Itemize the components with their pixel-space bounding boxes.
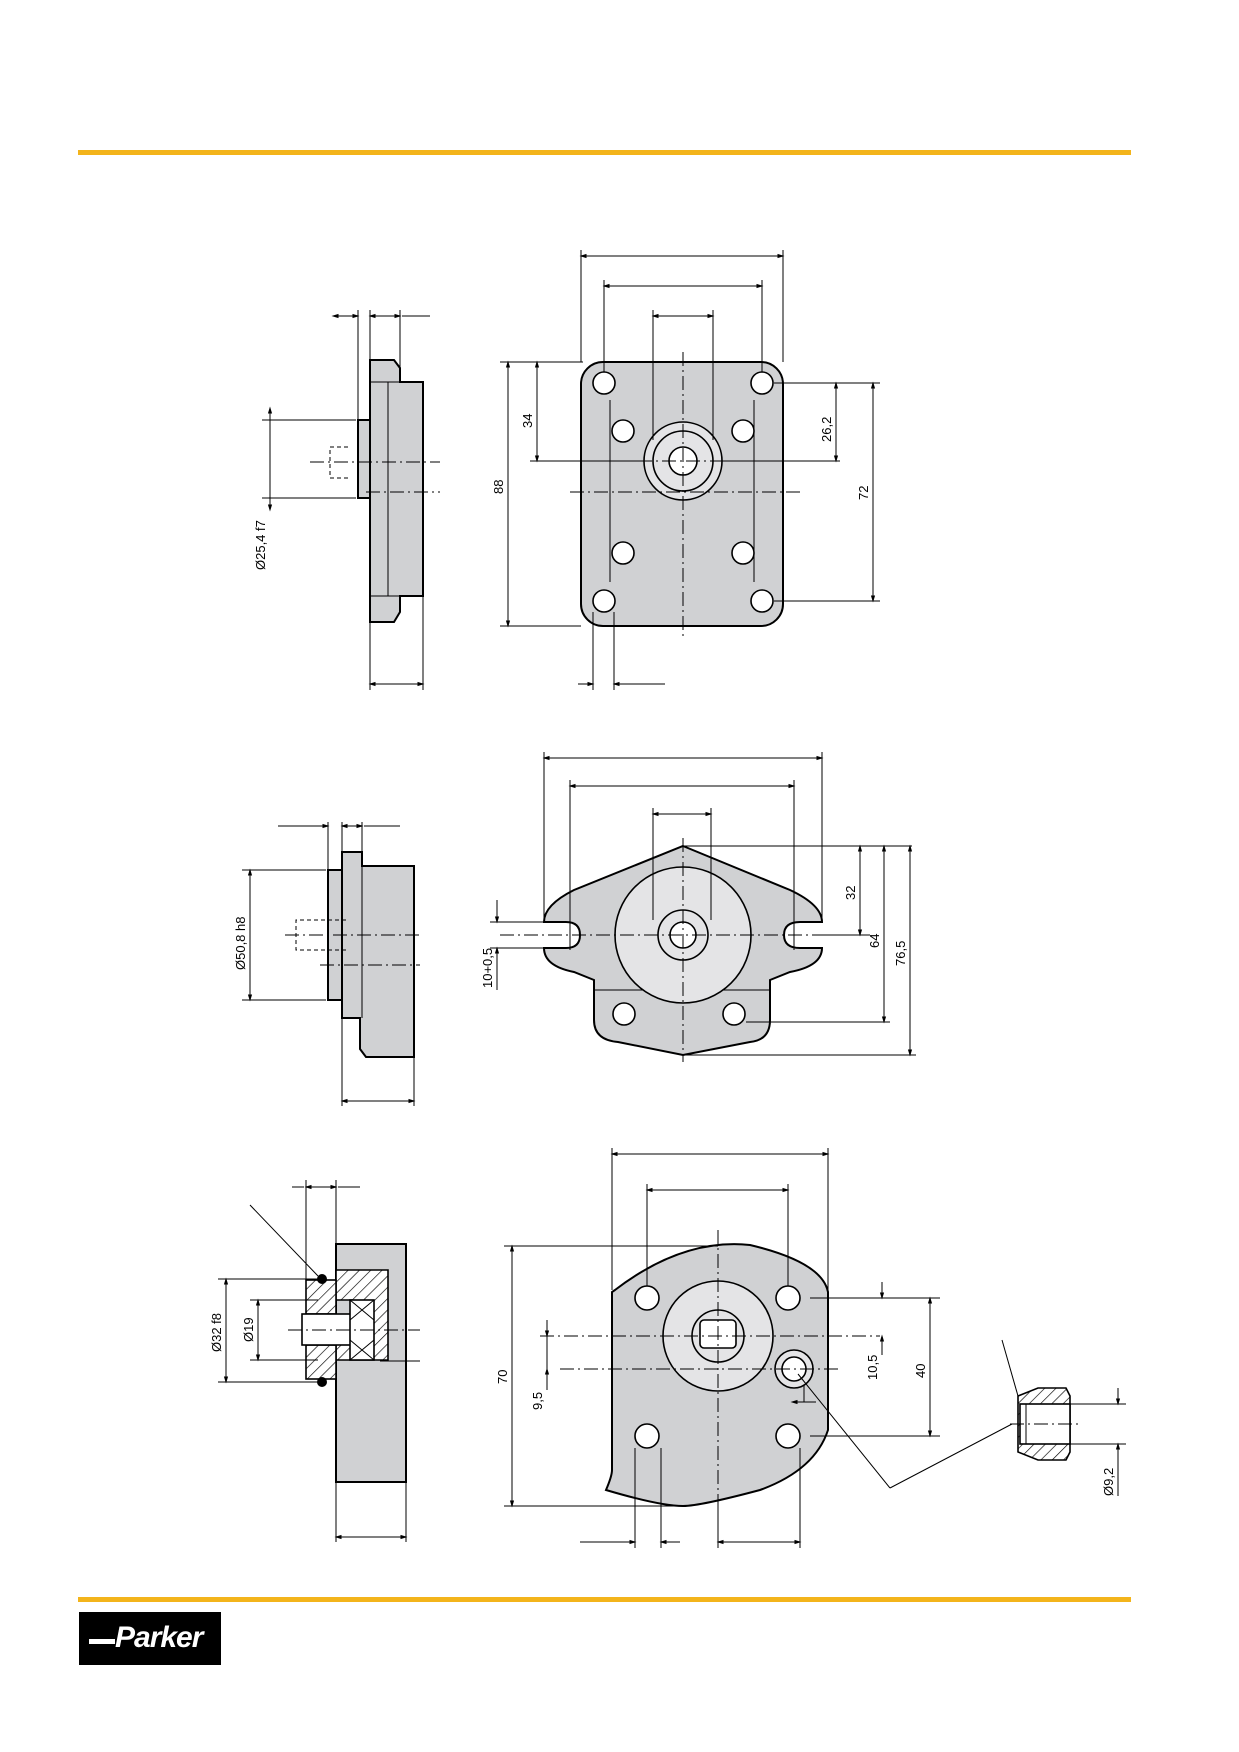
bottom-rule [78,1597,1131,1602]
dim-88-label: 88 [491,480,506,494]
square-flange-front-view: 70 9,5 10,5 40 [495,1148,1013,1548]
dim-shaft-diameter-label: Ø25,4 f7 [253,520,268,570]
logo-bar [89,1639,115,1644]
logo-text: Parker [115,1621,203,1654]
oval-flange-front-view: 10+0,5 32 64 76,5 [480,752,916,1062]
square-flange-section-view: Ø32 f8 Ø19 [209,1180,420,1542]
rect-flange-front-view: 88 34 26,2 72 [491,250,880,690]
parker-logo-icon: Parker [79,1612,221,1665]
dim-10-5-label: 10,5 [865,1355,880,1380]
oval-flange-side-view: Ø50,8 h8 [233,822,420,1106]
port-detail-view: Ø9,2 [1001,1339,1126,1496]
dim-9-5-label: 9,5 [530,1392,545,1410]
dim-26-2-label: 26,2 [819,417,834,442]
dim-70-label: 70 [495,1370,510,1384]
dim-shaft-19-label: Ø19 [241,1317,256,1342]
dim-72-label: 72 [856,486,871,500]
dim-64-label: 64 [867,934,882,948]
dim-40-label: 40 [913,1364,928,1378]
top-rule [78,150,1131,155]
dim-32-label: 32 [843,886,858,900]
dim-76-5-label: 76,5 [893,941,908,966]
dim-pilot-32-label: Ø32 f8 [209,1313,224,1352]
dim-pilot-diameter-label: Ø50,8 h8 [233,917,248,971]
rect-flange-side-view: Ø25,4 f7 [253,310,440,690]
dim-9-2-label: Ø9,2 [1101,1468,1116,1496]
dim-slot-label: 10+0,5 [480,948,495,988]
dim-34-label: 34 [520,414,535,428]
